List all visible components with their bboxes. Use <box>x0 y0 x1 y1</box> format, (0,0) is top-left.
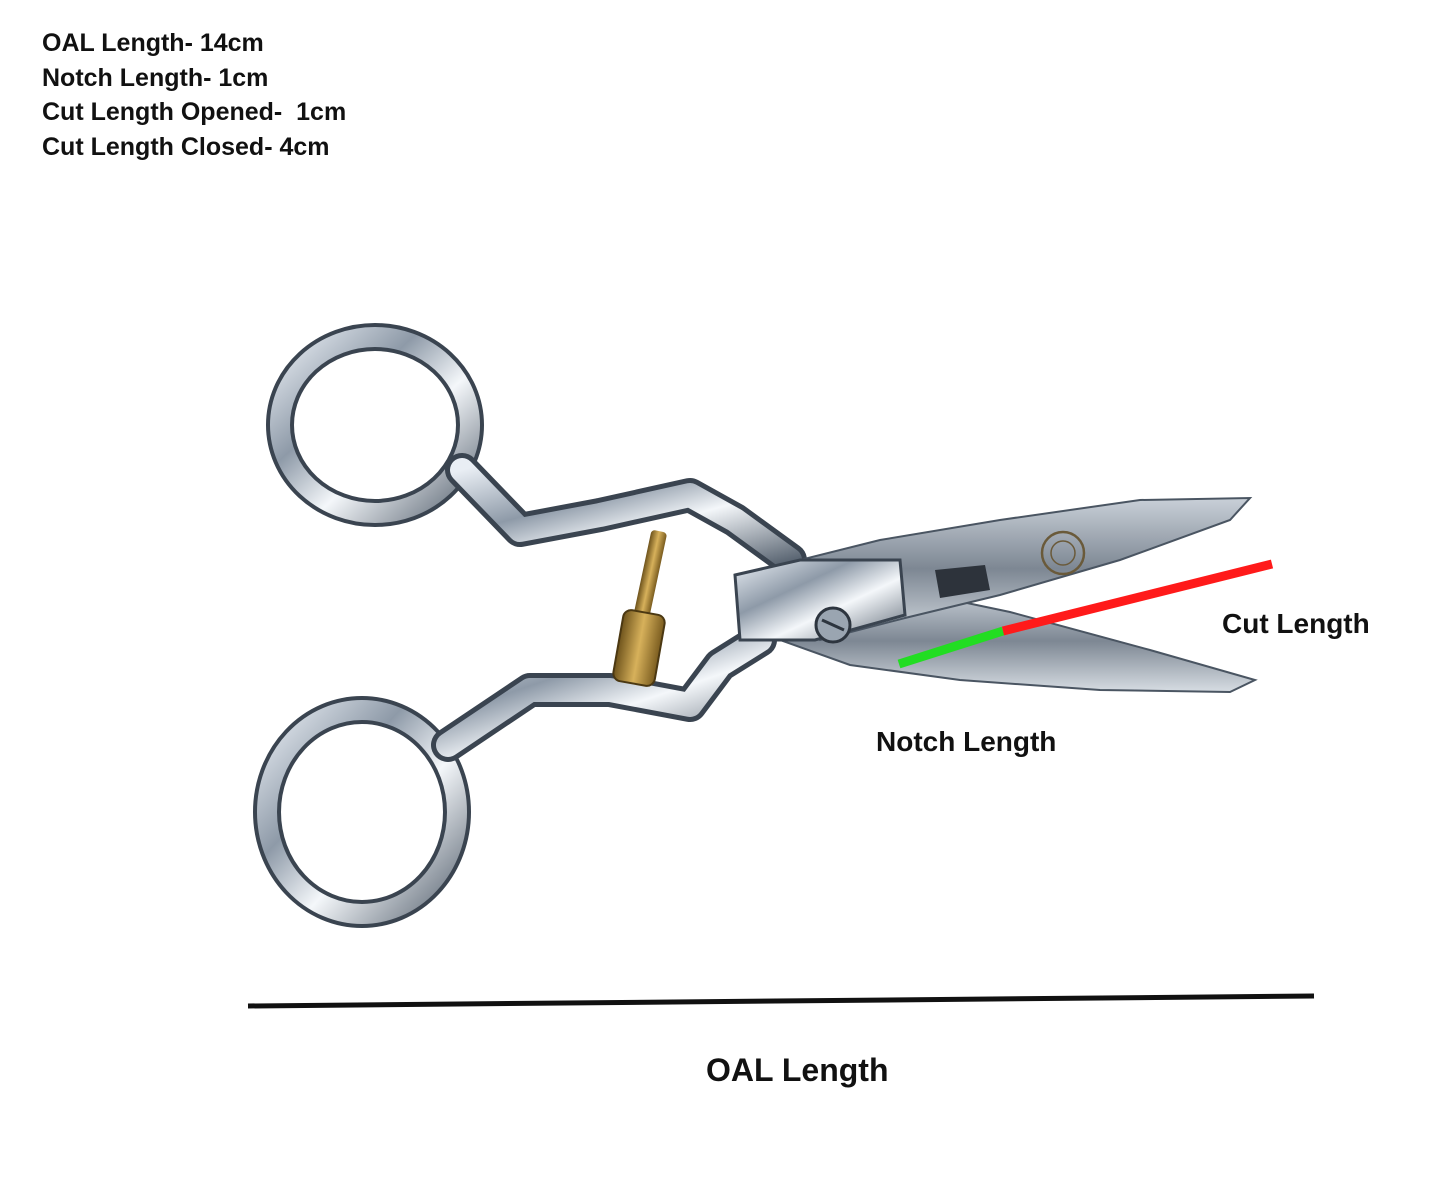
adjustment-screw <box>612 530 667 687</box>
spec-cut-length-closed: Cut Length Closed- 4cm <box>42 132 330 161</box>
cut-length-label: Cut Length <box>1222 608 1370 639</box>
notch-length-line <box>897 626 1005 669</box>
spec-oal-length: OAL Length- 14cm <box>42 29 264 57</box>
spec-cut-length-opened: Cut Length Opened- 1cm <box>42 98 347 126</box>
oal-length-line <box>247 993 1315 1009</box>
pivot-screw <box>733 558 907 644</box>
notch-length-label: Notch Length <box>876 726 1057 757</box>
spec-list: OAL Length- 14cm Notch Length- 1cm Cut L… <box>42 26 346 164</box>
cut-length-line <box>1001 559 1274 636</box>
lower-finger-ring <box>253 696 471 928</box>
spec-notch-length: Notch Length- 1cm <box>42 63 269 92</box>
oal-length-label: OAL Length <box>706 1052 889 1088</box>
engraved-logo <box>1040 530 1086 576</box>
notch <box>935 565 990 598</box>
lower-shank <box>431 623 777 762</box>
upper-shank <box>445 453 807 577</box>
upper-finger-ring <box>266 323 484 527</box>
